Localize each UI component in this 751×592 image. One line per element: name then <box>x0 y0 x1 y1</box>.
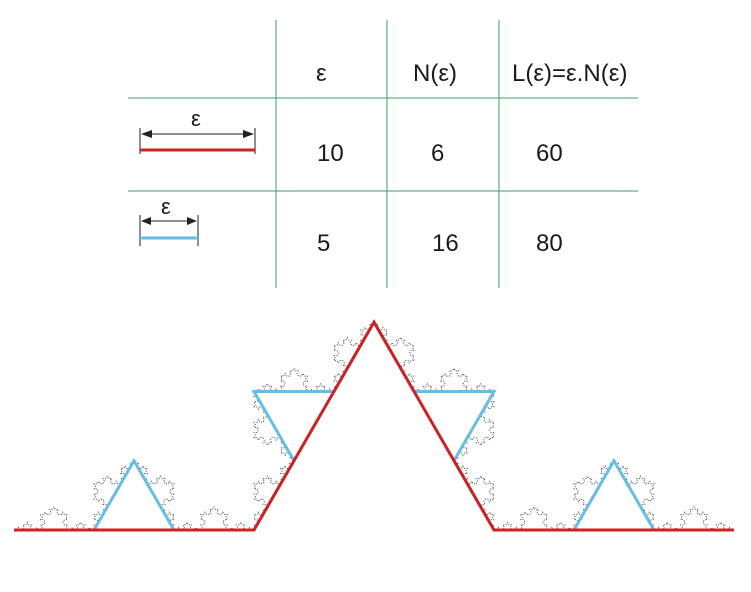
header-l-epsilon: L(ε)=ε.N(ε) <box>512 60 628 87</box>
ruler-fine-label: ε <box>161 194 171 219</box>
koch-coarse-approximation <box>14 319 734 532</box>
ruler-coarse-arrow-left <box>141 130 152 138</box>
ruler-coarse-label: ε <box>191 106 201 131</box>
ruler-coarse <box>139 128 256 154</box>
row2-n: 16 <box>432 230 459 257</box>
row1-epsilon: 10 <box>317 140 344 167</box>
ruler-coarse-arrow-right <box>243 130 254 138</box>
ruler-fine-arrow-right <box>187 217 197 225</box>
row2-epsilon: 5 <box>317 230 331 257</box>
header-n-epsilon: N(ε) <box>413 60 458 87</box>
koch-fine-approximation <box>14 319 734 532</box>
ruler-fine-arrow-left <box>141 217 151 225</box>
row1-n: 6 <box>431 140 445 167</box>
table-grid <box>128 20 638 288</box>
row2-l: 80 <box>536 230 563 257</box>
koch-curve <box>14 321 734 531</box>
ruler-fine <box>139 215 199 246</box>
header-epsilon: ε <box>316 60 327 87</box>
row1-l: 60 <box>536 140 563 167</box>
